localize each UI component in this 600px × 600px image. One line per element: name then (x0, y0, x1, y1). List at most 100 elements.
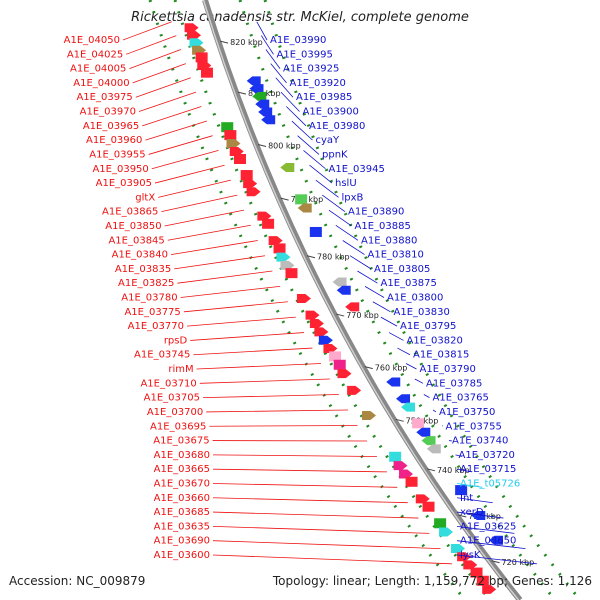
gene-label-right: A1E_03820 (407, 335, 463, 346)
genome-backbone (202, 0, 523, 600)
gene-label-left: A1E_03780 (121, 293, 177, 304)
leader-line-right (349, 255, 372, 270)
gene-arrow (421, 436, 436, 446)
gene-block (470, 567, 483, 578)
gene-label-right: A1E_03740 (452, 436, 508, 447)
gene-arrow (362, 410, 377, 420)
leader-line-right (456, 540, 526, 550)
leader-line-left (212, 454, 377, 457)
gene-arrow (337, 369, 352, 379)
gene-label-left: A1E_03670 (154, 478, 210, 489)
gene-label-left: A1E_03835 (115, 264, 171, 275)
gene-label-right: A1E_03945 (329, 164, 385, 175)
leader-line-right (275, 77, 294, 98)
kbp-tick-mark (237, 91, 247, 95)
gene-label-right: A1E_03800 (387, 293, 443, 304)
leader-line-right (286, 106, 307, 127)
gene-label-right: A1E_03920 (290, 78, 346, 89)
leader-line-left (193, 347, 313, 356)
gene-block (273, 243, 286, 254)
gene-label-right: A1E_03995 (277, 49, 333, 60)
gene-label-left: A1E_03970 (80, 107, 136, 118)
gene-arrow (189, 38, 204, 48)
gene-arrow (323, 344, 338, 354)
gene-label-right: Int (460, 493, 473, 504)
leader-line-right (256, 21, 268, 41)
gene-label-right: lysK (460, 550, 481, 561)
gene-block (455, 485, 468, 496)
gene-arrow (280, 260, 295, 270)
gene-label-right: xerD (460, 507, 484, 518)
kbp-tick-mark (257, 144, 267, 147)
gene-label-left: A1E_03710 (140, 378, 196, 389)
leader-line-left (145, 120, 207, 141)
leader-line-left (180, 285, 281, 298)
gene-block (476, 575, 489, 586)
leader-line-left (199, 378, 330, 384)
leader-line-left (164, 209, 245, 227)
leader-line-left (183, 301, 288, 313)
gene-block (434, 518, 447, 529)
gene-block (412, 418, 425, 429)
gene-label-left: A1E_03685 (154, 507, 210, 518)
leader-line-right (388, 332, 404, 341)
gene-arrow (268, 236, 283, 246)
gene-arrow (336, 285, 351, 295)
gene-label-right: A1E_03795 (400, 321, 456, 332)
gene-arrow (318, 335, 333, 345)
gene-label-left: A1E_03950 (92, 164, 148, 175)
leader-line-right (455, 454, 463, 457)
gene-label-left: A1E_03695 (150, 421, 206, 432)
gene-block (195, 52, 208, 63)
gene-arrow (276, 252, 291, 262)
gene-arrow (309, 319, 324, 329)
gene-label-left: A1E_04025 (67, 49, 123, 60)
leader-line-left (138, 91, 197, 112)
gene-arrow (399, 469, 414, 479)
gene-block (333, 359, 346, 370)
leader-line-right (405, 363, 417, 370)
gene-label-right: lpxB (342, 192, 364, 203)
gene-label-right: A1E_03715 (460, 464, 516, 475)
gene-label-left: A1E_03665 (154, 464, 210, 475)
leader-line-right (357, 270, 378, 284)
gene-label-left: A1E_03690 (154, 536, 210, 547)
gene-arrow (252, 91, 267, 101)
leader-line-left (170, 240, 258, 255)
gene-arrow (463, 560, 478, 570)
kbp-tick-label: 770 kbp (346, 311, 379, 320)
leader-line-right (372, 301, 391, 313)
leader-line-left (212, 554, 452, 565)
kbp-tick-label: 800 kbp (268, 142, 301, 151)
gene-label-right: ppnK (322, 149, 348, 160)
gene-label-right: A1E_03805 (374, 264, 430, 275)
leader-line-right (397, 347, 411, 356)
leader-line-right (280, 91, 300, 112)
accession-text: Accession: NC_009879 (9, 574, 146, 588)
gene-label-right: A1E_03890 (348, 207, 404, 218)
leader-line-left (151, 150, 219, 170)
leader-line-left (212, 497, 408, 504)
gene-block (389, 451, 402, 462)
leader-line-right (309, 164, 333, 184)
gene-block (240, 170, 253, 181)
gene-label-right: A1E_03650 (460, 536, 516, 547)
gene-arrow (347, 385, 362, 395)
kbp-tick-mark (280, 197, 289, 201)
gene-block (329, 351, 342, 362)
gene-arrow (393, 461, 408, 471)
gene-label-left: A1E_03700 (147, 407, 203, 418)
leader-line-left (209, 425, 358, 427)
leader-line-left (132, 63, 186, 84)
gene-arrow (416, 427, 431, 437)
leader-line-left (161, 194, 238, 213)
gene-label-left: A1E_04050 (64, 35, 120, 46)
gene-block (295, 194, 308, 205)
gene-block (262, 218, 275, 229)
gene-arrow (255, 99, 270, 109)
kbp-tick-label: 820 kbp (230, 38, 263, 47)
gene-label-left: A1E_03770 (128, 321, 184, 332)
gene-arrow (257, 211, 272, 221)
